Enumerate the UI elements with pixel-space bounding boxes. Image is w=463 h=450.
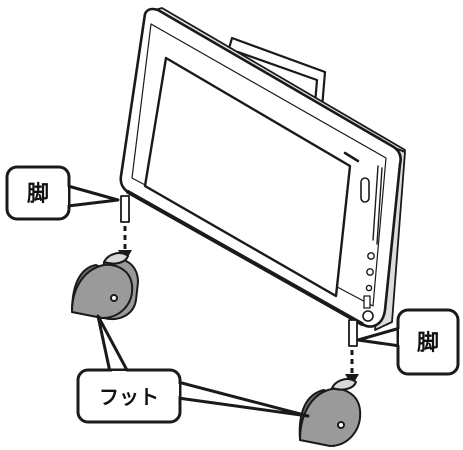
callout-leg-left-label: 脚 xyxy=(27,182,49,207)
device-side-jack-3 xyxy=(365,284,373,292)
device-side-slot xyxy=(372,165,383,245)
foot-left-socket xyxy=(103,252,129,265)
device-bezel xyxy=(131,23,387,307)
foot-right-front xyxy=(299,387,362,447)
device-bottom-edge xyxy=(126,190,364,326)
callout-leg-left: 脚 xyxy=(5,165,120,221)
device-screen xyxy=(143,56,352,298)
foot-left-screw xyxy=(110,294,118,302)
callout-leg-right-box xyxy=(396,308,460,376)
device-side-button xyxy=(360,177,370,203)
callout-foot-pointer-up xyxy=(96,314,130,374)
device-side-jack-1 xyxy=(367,252,375,260)
callout-foot-box xyxy=(76,368,182,424)
callout-foot: フット xyxy=(76,314,310,424)
device-side-port xyxy=(363,295,371,309)
device xyxy=(119,7,406,347)
callout-leg-left-pointer xyxy=(66,184,120,208)
device-side-jack-2 xyxy=(366,268,374,276)
callout-leg-right-pointer xyxy=(356,326,402,348)
device-leg-right xyxy=(348,319,358,347)
callout-foot-pointer-right xyxy=(176,380,310,418)
foot-right-screw xyxy=(337,421,345,429)
device-leg-left xyxy=(120,195,130,223)
callout-foot-label: フット xyxy=(99,385,159,409)
device-power-ring xyxy=(362,310,374,322)
callout-leg-left-box xyxy=(5,165,71,221)
callout-leg-right-label: 脚 xyxy=(417,331,439,356)
callout-leg-right: 脚 xyxy=(356,308,460,376)
device-logo-mark xyxy=(343,151,360,163)
foot-left xyxy=(71,252,139,320)
foot-right-socket xyxy=(331,378,357,391)
foot-left-front xyxy=(71,263,134,319)
foot-right xyxy=(298,378,362,447)
